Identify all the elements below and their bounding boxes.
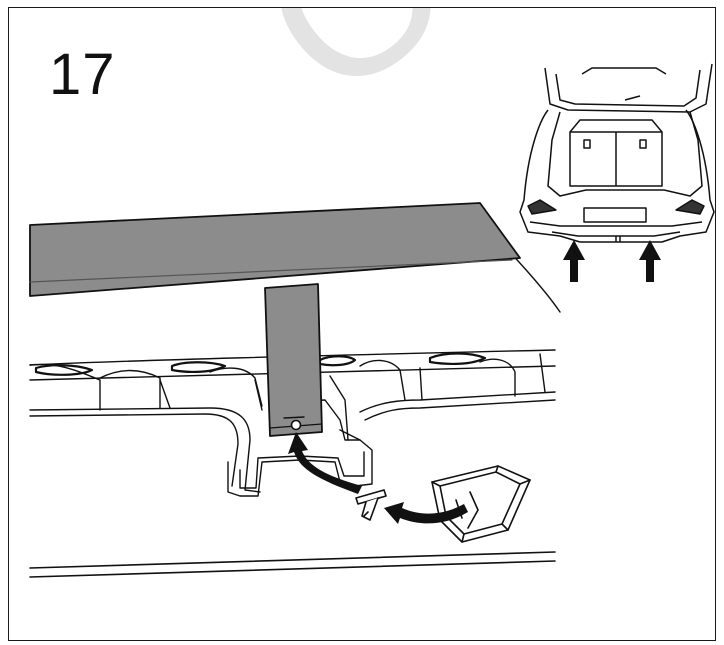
floor-line-upper	[29, 551, 556, 569]
car-rear-open-tailgate-icon	[519, 63, 715, 243]
trim-panel-leg	[264, 283, 323, 437]
trim-panel-top	[29, 202, 521, 297]
clip-hole-mark	[283, 416, 305, 419]
instruction-frame: Onl 17	[8, 7, 716, 641]
clip-hole	[290, 419, 302, 431]
bumper-reinforcement	[29, 349, 556, 497]
trim-panel-crease	[29, 259, 513, 283]
inset-up-arrow-icon	[563, 240, 661, 282]
floor-line-lower	[29, 560, 556, 578]
parts-tray-icon	[431, 465, 531, 543]
push-clip-icon	[355, 489, 387, 521]
step-number: 17	[49, 42, 116, 107]
curved-arrow-icon	[288, 432, 468, 524]
